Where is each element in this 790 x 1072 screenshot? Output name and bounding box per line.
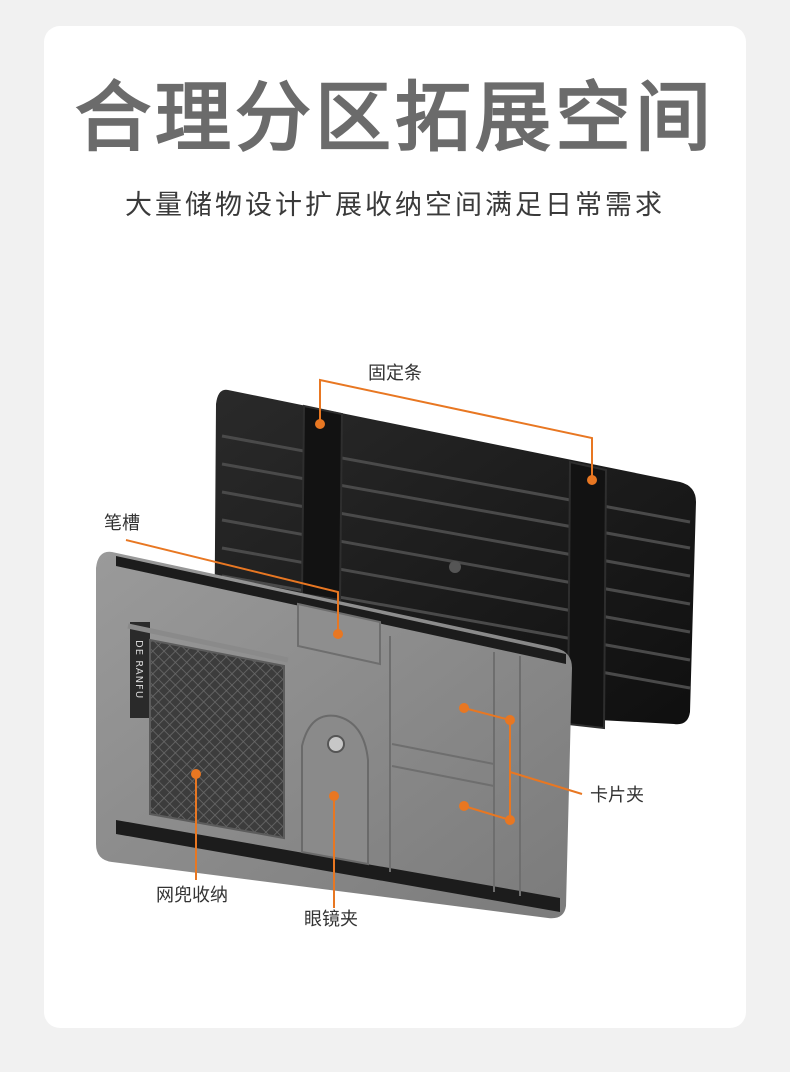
fixing-strap-right bbox=[566, 460, 608, 730]
page-subtitle: 大量储物设计扩展收纳空间满足日常需求 bbox=[125, 190, 665, 221]
brand-label: DE RANFU bbox=[133, 640, 144, 699]
callout-lines bbox=[125, 378, 593, 908]
callout-glasses-clip: 眼镜夹 bbox=[304, 909, 358, 930]
callout-fixing-strap: 固定条 bbox=[368, 363, 422, 384]
fixing-strap-left bbox=[300, 404, 344, 602]
front-panel bbox=[96, 551, 572, 919]
callout-dots bbox=[191, 419, 597, 825]
callout-mesh-pocket: 网兜收纳 bbox=[156, 885, 228, 906]
callout-pen-slot: 笔槽 bbox=[104, 513, 140, 534]
page-title: 合理分区拓展空间 bbox=[75, 73, 715, 162]
callout-card-clip: 卡片夹 bbox=[590, 785, 644, 806]
